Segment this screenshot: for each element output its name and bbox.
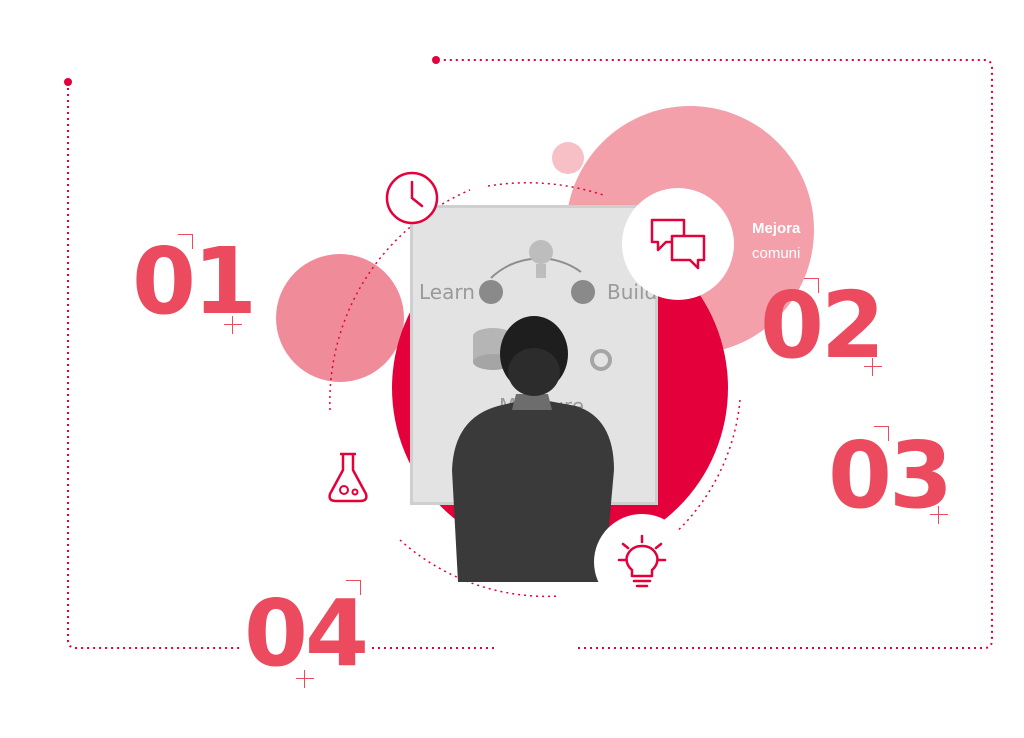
clock-badge xyxy=(376,162,448,234)
lightbulb-icon xyxy=(617,534,667,588)
step-number-03: 03 xyxy=(828,422,953,529)
person-photo xyxy=(452,316,614,582)
step-number-02: 02 xyxy=(760,272,885,379)
cross-mark-02 xyxy=(864,358,882,376)
flask-icon xyxy=(328,452,368,503)
board-bulb-icon xyxy=(529,240,553,264)
board-gear-icon xyxy=(590,349,612,371)
chat-bubbles-icon xyxy=(650,218,706,270)
corner-mark-03 xyxy=(874,426,889,441)
board-learn-icon xyxy=(479,280,503,304)
cross-mark-01 xyxy=(224,316,242,334)
step-number-04: 04 xyxy=(244,580,369,687)
corner-mark-02 xyxy=(804,278,819,293)
caption-subtitle: comuni xyxy=(752,245,801,262)
cross-mark-03 xyxy=(930,506,948,524)
board-build-icon xyxy=(571,280,595,304)
caption-title: Mejora xyxy=(752,220,801,237)
chat-badge xyxy=(622,188,734,300)
bulb-badge xyxy=(594,514,690,610)
step-number-01: 01 xyxy=(132,228,257,335)
corner-mark-04 xyxy=(346,580,361,595)
corner-mark-01 xyxy=(178,234,193,249)
board-learn-label: Learn xyxy=(419,280,475,304)
flask-badge xyxy=(300,430,396,526)
cross-mark-04 xyxy=(296,670,314,688)
clock-icon xyxy=(385,171,439,225)
